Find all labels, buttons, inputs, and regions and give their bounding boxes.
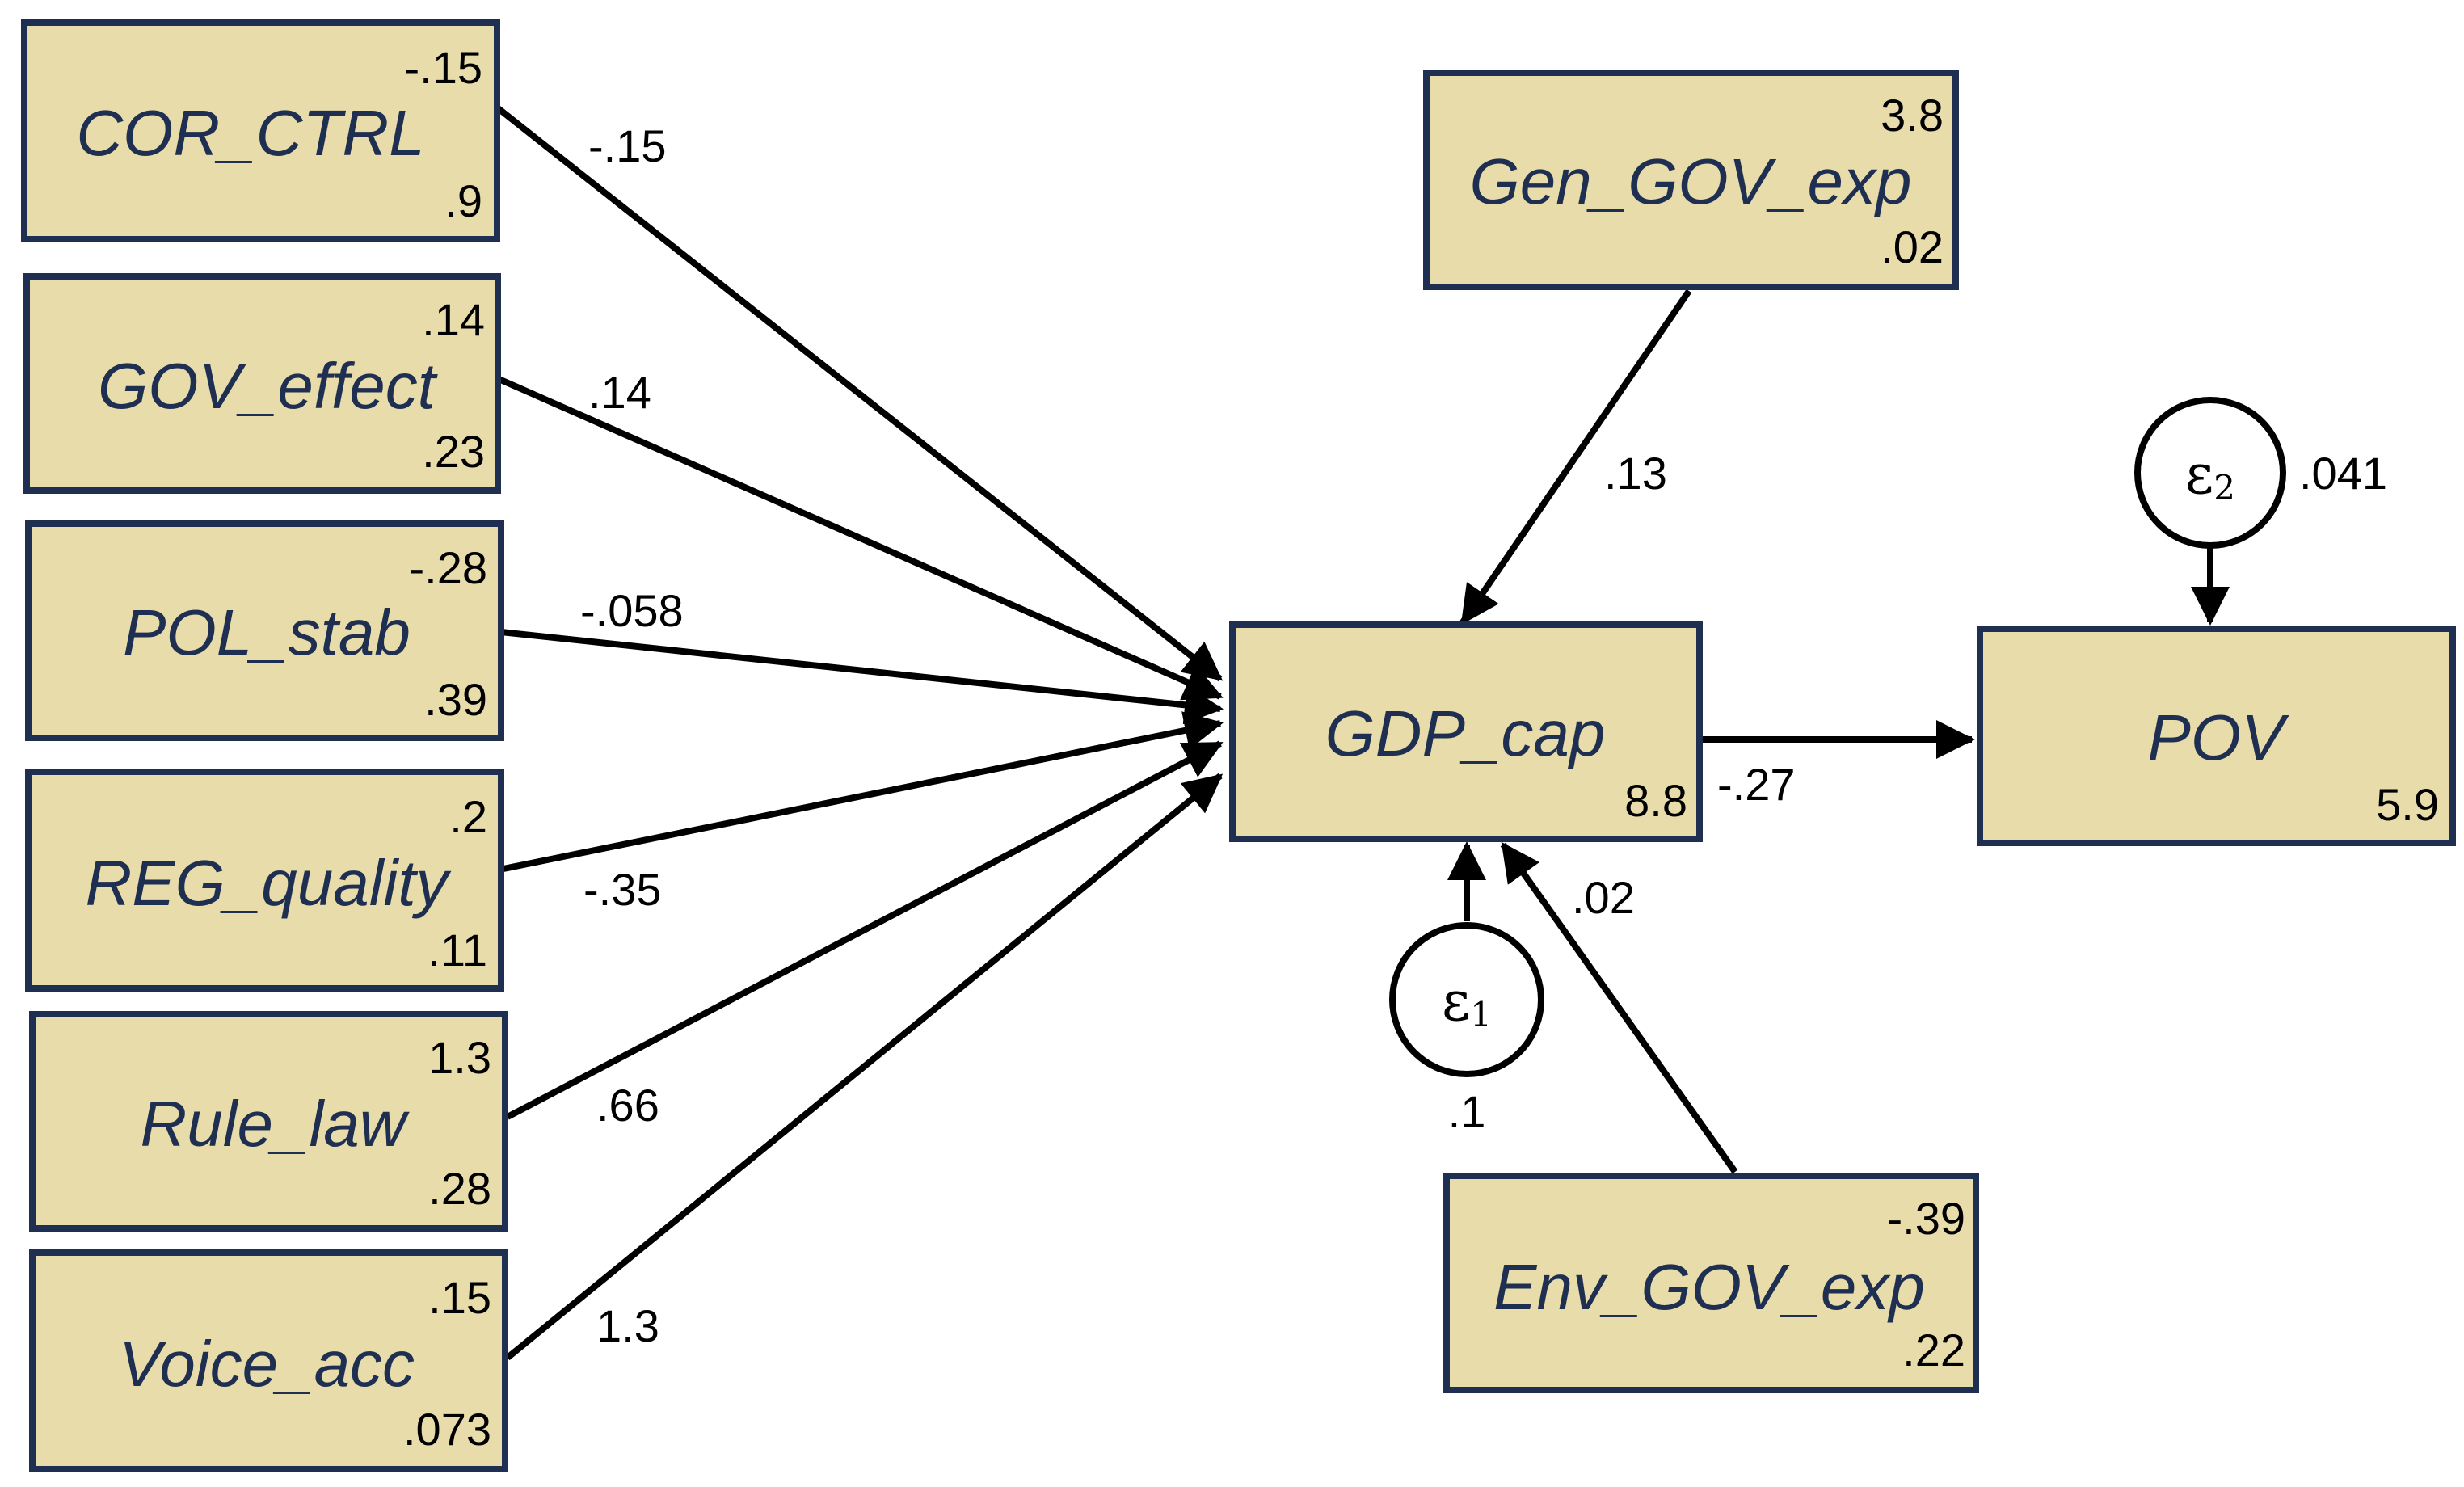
path-rule-law-to-gdp-cap <box>506 740 1224 1120</box>
mean-value: .14 <box>422 294 485 345</box>
mean-value: .15 <box>428 1272 491 1323</box>
variable-name: REG_quality <box>85 847 452 919</box>
error-symbol: ε1 <box>1442 970 1492 1034</box>
variable-name: Rule_law <box>140 1088 410 1160</box>
path-cor-ctrl-to-gdp-cap <box>495 104 1224 682</box>
variance-value: .22 <box>1902 1325 1965 1375</box>
variable-box-env-gov-exp: Env_GOV_exp -.39 .22 <box>1443 1173 1979 1393</box>
variable-box-reg-quality: REG_quality .2 .11 <box>25 769 504 992</box>
variance-value: .073 <box>403 1404 491 1455</box>
variable-box-pov: POV 5.9 <box>1977 626 2456 846</box>
coef-pol-stab: -.058 <box>580 585 684 636</box>
variance-value: .02 <box>1881 221 1944 272</box>
variance-value: .11 <box>428 925 487 975</box>
coef-rule-law: .66 <box>596 1080 659 1131</box>
mean-value: -.15 <box>405 42 483 93</box>
coef-gen-gov-exp: .13 <box>1604 448 1667 499</box>
variable-box-gen-gov-exp: Gen_GOV_exp 3.8 .02 <box>1423 70 1959 290</box>
error-term-e1: ε1 .1 <box>1389 922 1544 1137</box>
coef-env-gov-exp: .02 <box>1572 872 1635 923</box>
coef-gdp-cap-to-pov: -.27 <box>1717 759 1796 810</box>
coef-reg-quality: -.35 <box>583 864 662 915</box>
variable-name: Env_GOV_exp <box>1493 1251 1925 1323</box>
variable-name: POL_stab <box>123 596 411 668</box>
variable-box-pol-stab: POL_stab -.28 .39 <box>25 520 504 741</box>
path-gov-effect-to-gdp-cap <box>495 375 1224 701</box>
variable-box-cor-ctrl: COR_CTRL -.15 .9 <box>21 19 500 242</box>
variance-value: .39 <box>424 674 487 725</box>
mean-value: -.39 <box>1888 1193 1966 1244</box>
variable-name: POV <box>2148 701 2290 773</box>
path-env-gov-exp-to-gdp-cap <box>1500 841 1738 1174</box>
variable-name: COR_CTRL <box>76 97 424 169</box>
coef-cor-ctrl: -.15 <box>588 120 667 171</box>
variable-box-gov-effect: GOV_effect .14 .23 <box>23 273 501 494</box>
variance-value: .28 <box>428 1163 491 1214</box>
path-gen-gov-exp-to-gdp-cap <box>1459 289 1692 626</box>
variable-box-gdp-cap: GDP_cap 8.8 <box>1229 621 1703 842</box>
coef-voice-acc: 1.3 <box>596 1300 659 1351</box>
variable-box-rule-law: Rule_law 1.3 .28 <box>29 1011 508 1232</box>
variance-value: .9 <box>444 175 482 226</box>
error-term-e2: ε2 .041 <box>2134 397 2387 549</box>
intercept-value: 5.9 <box>2376 779 2439 830</box>
mean-value: -.28 <box>410 542 488 593</box>
path-lines <box>495 104 2230 1361</box>
mean-value: .2 <box>449 791 487 842</box>
error-variance: .1 <box>1448 1086 1486 1137</box>
mean-value: 3.8 <box>1881 90 1944 141</box>
variable-name: GDP_cap <box>1325 697 1606 769</box>
coef-gov-effect: .14 <box>588 367 651 418</box>
error-symbol: ε2 <box>2185 443 2235 508</box>
variable-name: Voice_acc <box>119 1328 415 1400</box>
error-variance: .041 <box>2299 448 2387 499</box>
path-voice-acc-to-gdp-cap <box>505 773 1224 1361</box>
mean-value: 1.3 <box>428 1032 491 1083</box>
path-reg-quality-to-gdp-cap <box>503 711 1224 872</box>
path-pol-stab-to-gdp-cap <box>500 629 1224 725</box>
path-coefficients: -.15 .14 -.058 -.35 .66 1.3 .13 .02 -.27 <box>580 120 1796 1351</box>
variable-box-voice-acc: Voice_acc .15 .073 <box>29 1249 508 1472</box>
intercept-value: 8.8 <box>1624 775 1687 826</box>
variable-name: Gen_GOV_exp <box>1470 145 1912 217</box>
variance-value: .23 <box>422 426 485 477</box>
variable-name: GOV_effect <box>98 350 438 422</box>
